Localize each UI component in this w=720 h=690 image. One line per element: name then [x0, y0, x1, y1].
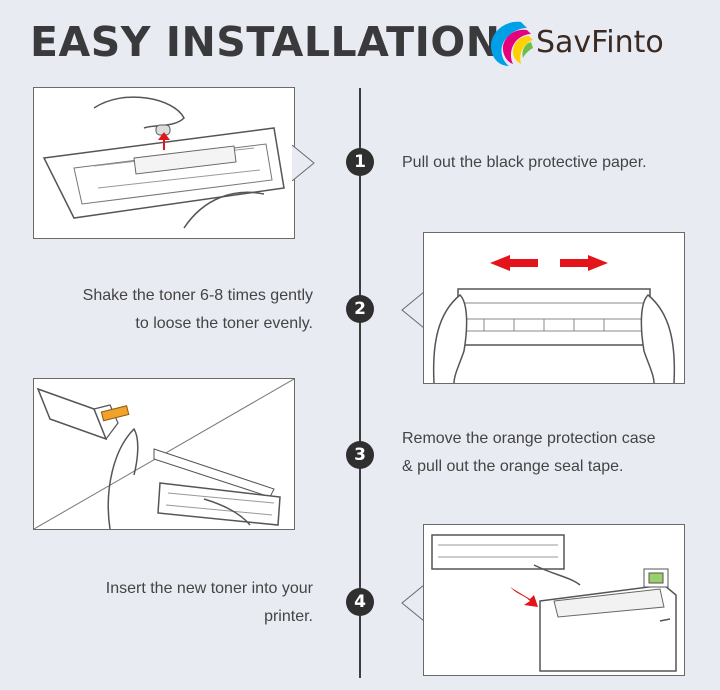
brand-swirl-icon — [491, 21, 533, 66]
step-2-illustration — [423, 232, 685, 384]
step-4-text: Insert the new toner into your printer. — [20, 575, 313, 631]
timeline-line — [359, 88, 361, 678]
step-2-badge: 2 — [346, 295, 374, 323]
step-2-text: Shake the toner 6-8 times gently to loos… — [20, 282, 313, 338]
step-4-pointer — [401, 584, 424, 622]
step-3-line-2: & pull out the orange seal tape. — [402, 458, 624, 475]
step-2-line-1: Shake the toner 6-8 times gently — [82, 287, 313, 304]
step-1-badge: 1 — [346, 148, 374, 176]
step-4-line-1: Insert the new toner into your — [105, 580, 313, 597]
step-3-line-1: Remove the orange protection case — [402, 430, 656, 447]
step-2-line-2: to loose the toner evenly. — [135, 315, 313, 332]
step-1-line-1: Pull out the black protective paper. — [402, 154, 647, 171]
step-3-illustration — [33, 378, 295, 530]
step-1-text: Pull out the black protective paper. — [402, 149, 702, 177]
step-2-pointer — [401, 291, 424, 329]
step-3-badge: 3 — [346, 441, 374, 469]
step-1-pointer — [292, 144, 315, 182]
page-title: EASY INSTALLATION — [30, 18, 501, 66]
step-4-badge: 4 — [346, 588, 374, 616]
step-4-line-2: printer. — [264, 608, 313, 625]
step-3-text: Remove the orange protection case & pull… — [402, 425, 712, 481]
step-1-illustration — [33, 87, 295, 239]
brand-name: SavFinto — [536, 25, 664, 60]
brand-logo: SavFinto — [487, 18, 697, 70]
step-4-illustration — [423, 524, 685, 676]
